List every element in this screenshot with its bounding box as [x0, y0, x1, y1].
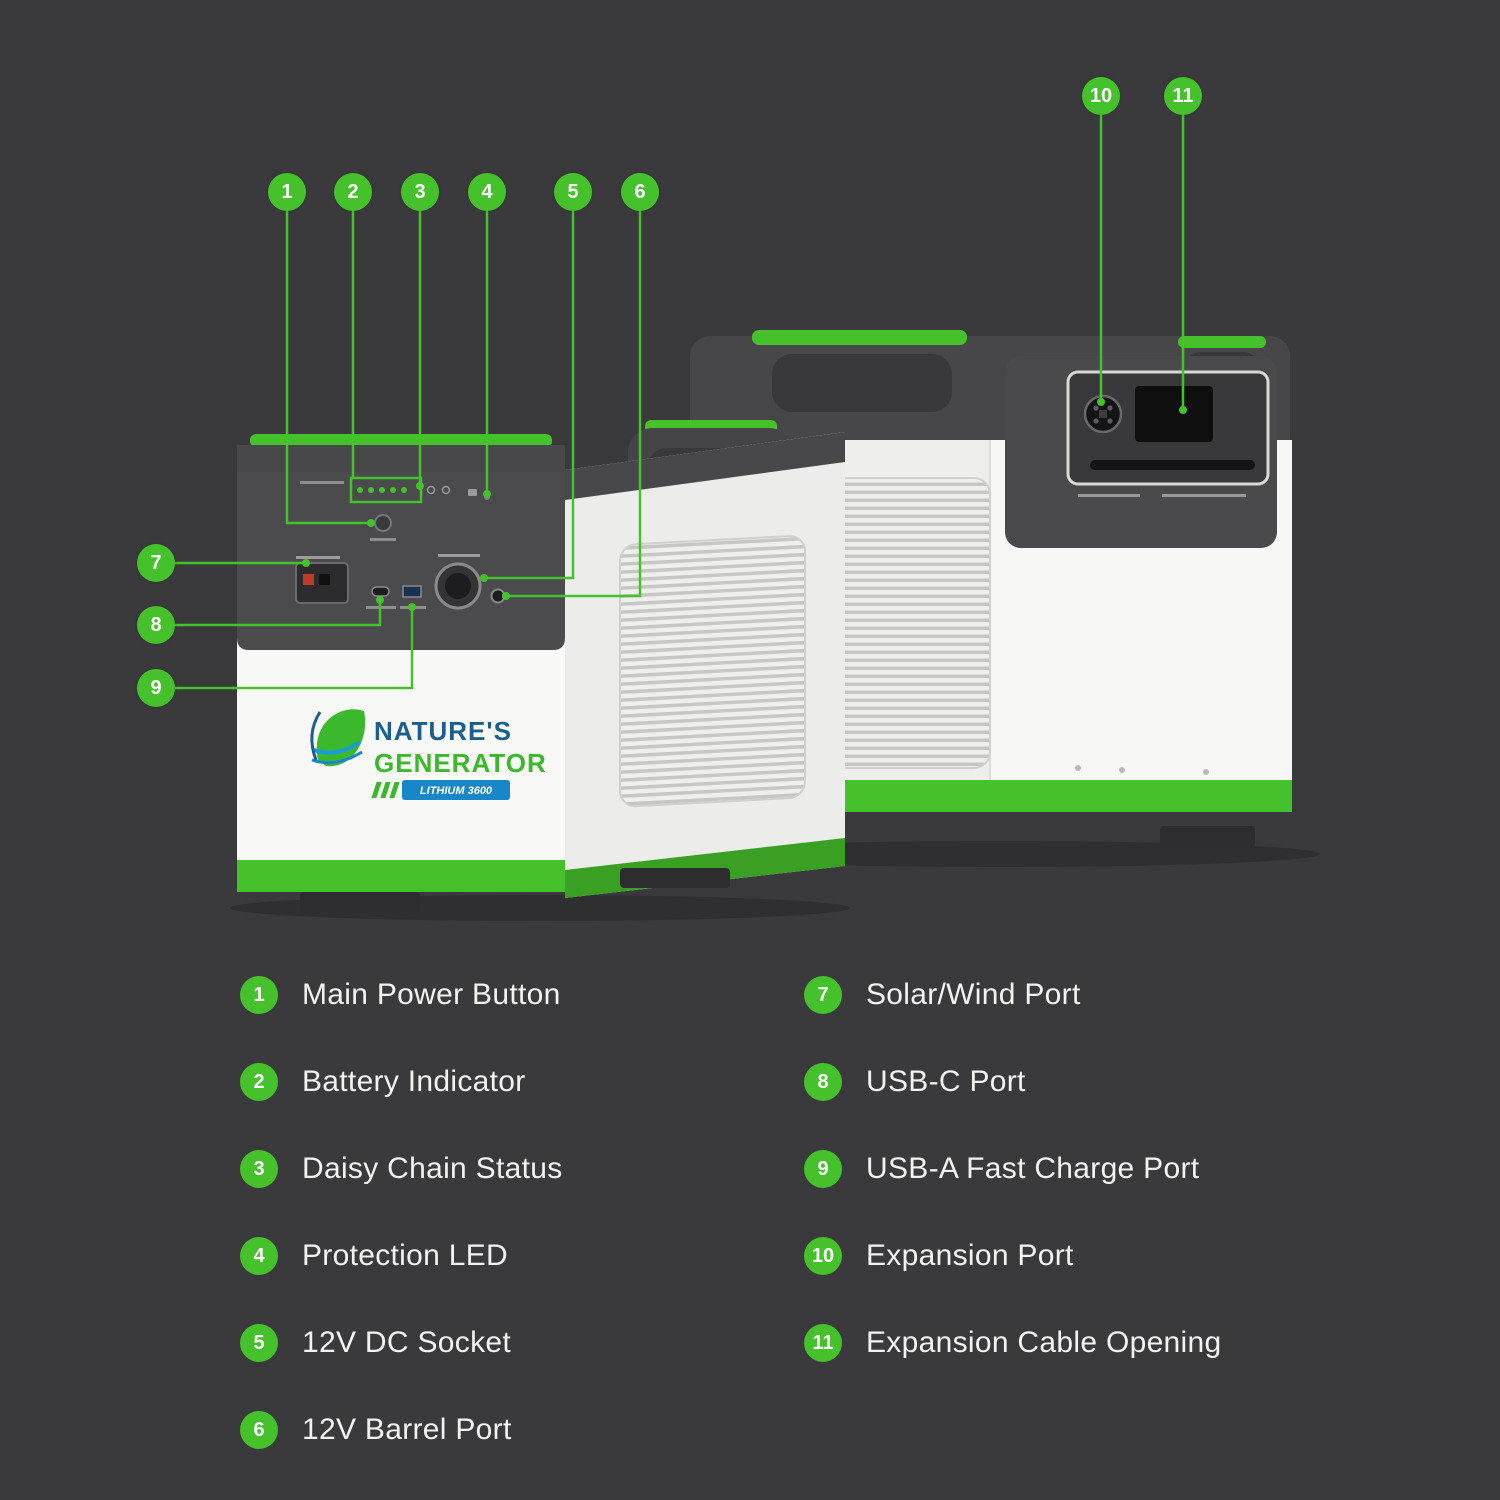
expansion-cable-opening[interactable]: [1135, 386, 1213, 442]
legend-label-usb-c-port: USB-C Port: [866, 1065, 1026, 1098]
legend-num-9: 9: [804, 1150, 842, 1188]
rear-handle-scoop: [772, 354, 952, 412]
legend-item: 9 USB-A Fast Charge Port: [804, 1150, 1221, 1188]
brand-line2: GENERATOR: [374, 748, 547, 778]
legend-label-expansion-port: Expansion Port: [866, 1239, 1074, 1272]
legend-num-8: 8: [804, 1063, 842, 1101]
callout-lines: [156, 96, 1185, 690]
model-badge: [402, 780, 510, 800]
legend-num-6: 6: [240, 1411, 278, 1449]
callout-10: 10: [1082, 77, 1120, 115]
legend-item: 3 Daisy Chain Status: [240, 1150, 563, 1188]
front-vent-grille: [619, 535, 806, 808]
front-unit: NATURE'S GENERATOR LITHIUM 3600: [237, 420, 845, 912]
legend-num-10: 10: [804, 1237, 842, 1275]
legend-label-solar-wind-port: Solar/Wind Port: [866, 978, 1081, 1011]
callout-line-6: [506, 192, 642, 598]
legend-num-11: 11: [804, 1324, 842, 1362]
legend-item: 8 USB-C Port: [804, 1063, 1221, 1101]
legend-item: 7 Solar/Wind Port: [804, 976, 1221, 1014]
callout-8: 8: [137, 606, 175, 644]
legend-item: 11 Expansion Cable Opening: [804, 1324, 1221, 1362]
legend-num-1: 1: [240, 976, 278, 1014]
callout-4: 4: [468, 173, 506, 211]
legend-right-column: 7 Solar/Wind Port 8 USB-C Port 9 USB-A F…: [804, 976, 1221, 1362]
legend-item: 10 Expansion Port: [804, 1237, 1221, 1275]
solar-wind-port[interactable]: [295, 556, 349, 604]
legend-label-daisy-chain-status: Daisy Chain Status: [302, 1152, 563, 1185]
dc-socket-12v[interactable]: [434, 554, 482, 610]
legend-item: 5 12V DC Socket: [240, 1324, 563, 1362]
legend-label-battery-indicator: Battery Indicator: [302, 1065, 526, 1098]
legend-item: 4 Protection LED: [240, 1237, 563, 1275]
callout-endpoints: [302, 398, 1187, 611]
rear-handle-strip: [752, 330, 967, 345]
legend-num-7: 7: [804, 976, 842, 1014]
legend-num-4: 4: [240, 1237, 278, 1275]
callout-1: 1: [268, 173, 306, 211]
legend-label-protection-led: Protection LED: [302, 1239, 508, 1272]
model-badge-label: LITHIUM 3600: [420, 785, 493, 797]
callout-line-9: [156, 607, 414, 690]
callout-2: 2: [334, 173, 372, 211]
rear-vent-grille: [831, 477, 991, 769]
cable-slot: [1090, 460, 1255, 470]
legend-label-main-power-button: Main Power Button: [302, 978, 561, 1011]
callout-3: 3: [401, 173, 439, 211]
legend-label-12v-dc-socket: 12V DC Socket: [302, 1326, 511, 1359]
callout-6: 6: [621, 173, 659, 211]
callout-9: 9: [137, 669, 175, 707]
legend-left-column: 1 Main Power Button 2 Battery Indicator …: [240, 976, 563, 1449]
front-green-trim: [237, 860, 565, 892]
daisy-chain-status: [426, 485, 451, 495]
callout-highlight-battery: [349, 476, 423, 504]
brand-logo: NATURE'S GENERATOR LITHIUM 3600: [310, 709, 547, 800]
legend-label-12v-barrel-port: 12V Barrel Port: [302, 1413, 512, 1446]
legend-item: 1 Main Power Button: [240, 976, 563, 1014]
callout-line-1: [285, 192, 371, 525]
legend-item: 6 12V Barrel Port: [240, 1411, 563, 1449]
callout-7: 7: [137, 544, 175, 582]
product-diagram: NATURE'S GENERATOR LITHIUM 3600: [156, 96, 1320, 921]
leaf-logo-icon: [310, 709, 366, 767]
callout-line-8: [156, 600, 382, 627]
callout-5: 5: [554, 173, 592, 211]
legend-num-2: 2: [240, 1063, 278, 1101]
legend-num-3: 3: [240, 1150, 278, 1188]
callout-11: 11: [1164, 77, 1202, 115]
brand-line1: NATURE'S: [374, 716, 512, 746]
expansion-port[interactable]: [1083, 394, 1123, 434]
legend-num-5: 5: [240, 1324, 278, 1362]
legend-item: 2 Battery Indicator: [240, 1063, 563, 1101]
battery-indicator: [300, 481, 407, 493]
callout-line-5: [484, 192, 575, 580]
legend-label-expansion-cable-opening: Expansion Cable Opening: [866, 1326, 1222, 1359]
legend-label-usb-a-fast-charge-port: USB-A Fast Charge Port: [866, 1152, 1200, 1185]
